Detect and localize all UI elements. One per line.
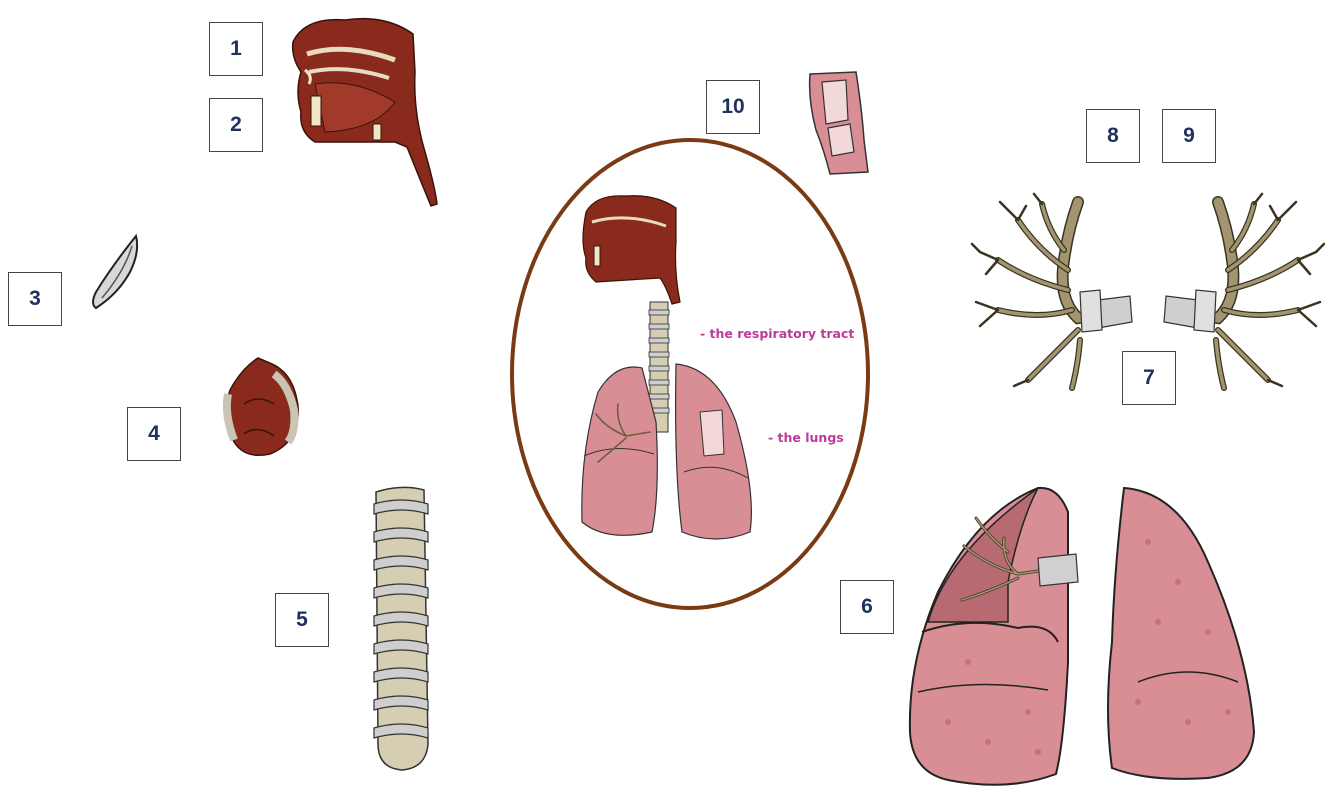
bronchial-tree-left-illustration [968,190,1140,395]
label-box-3: 3 [8,272,62,326]
lungs-illustration [908,482,1258,792]
label-box-2: 2 [209,98,263,152]
label-box-9: 9 [1162,109,1216,163]
epiglottis-illustration [88,232,144,312]
larynx-illustration [214,354,304,460]
respiratory-tract-annotation: - the respiratory tract [700,326,854,341]
label-box-10: 10 [706,80,760,134]
nasal-oral-cavity-illustration [285,12,445,212]
label-box-8: 8 [1086,109,1140,163]
label-box-1: 1 [209,22,263,76]
trachea-illustration [366,484,440,774]
label-box-4: 4 [127,407,181,461]
lungs-annotation: - the lungs [768,430,844,445]
respiratory-system-illustration [576,192,766,548]
bronchial-tree-right-illustration [1156,190,1325,395]
label-box-5: 5 [275,593,329,647]
